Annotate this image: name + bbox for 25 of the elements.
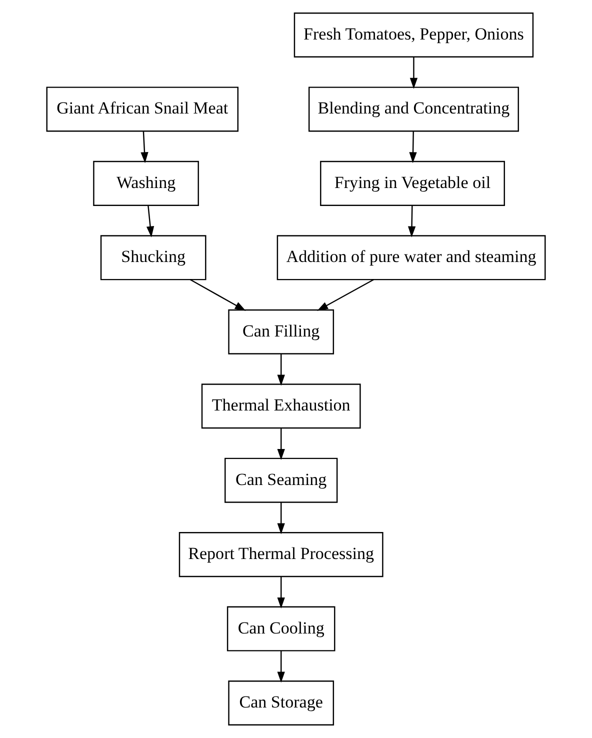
node-box: Can Seaming — [224, 458, 338, 503]
node-box: Can Filling — [228, 309, 334, 354]
arrow — [140, 131, 148, 164]
node-box: Shucking — [100, 235, 206, 280]
arrow — [277, 502, 285, 534]
node-box: Fresh Tomatoes, Pepper, Onions — [294, 12, 534, 58]
arrow — [277, 428, 285, 460]
node-box: Thermal Exhaustion — [201, 384, 361, 429]
arrow — [146, 205, 154, 238]
arrow — [190, 279, 246, 311]
arrow — [277, 650, 285, 683]
node-box: Frying in Vegetable oil — [320, 160, 505, 206]
arrow — [317, 279, 374, 311]
node-box: Can Storage — [228, 680, 334, 726]
node-box: Can Cooling — [226, 606, 336, 652]
arrow — [277, 354, 285, 386]
arrow — [410, 56, 418, 89]
node-box: Washing — [93, 160, 199, 206]
node-box: Blending and Concentrating — [308, 86, 519, 132]
node-box: Addition of pure water and steaming — [276, 235, 546, 280]
arrow — [408, 205, 416, 238]
arrow — [409, 131, 417, 164]
arrow — [277, 576, 285, 608]
node-box: Report Thermal Processing — [178, 532, 384, 578]
node-box: Giant African Snail Meat — [46, 86, 238, 132]
